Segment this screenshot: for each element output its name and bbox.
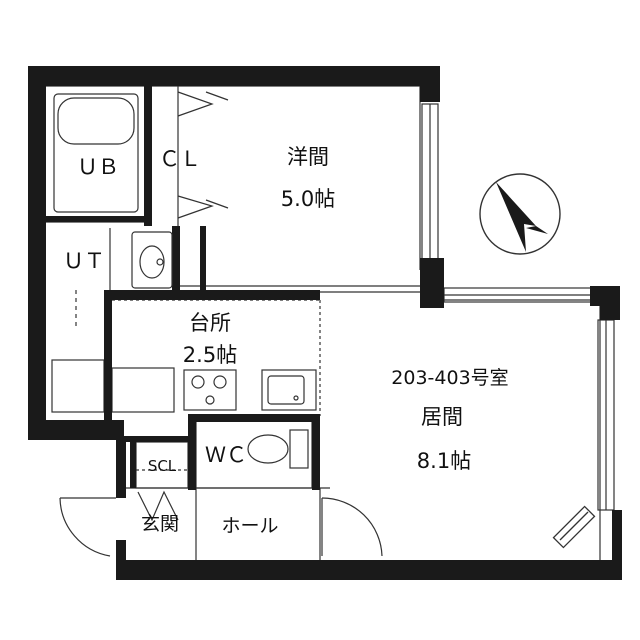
unit-number-label: 203-403号室: [391, 367, 508, 389]
room-label-scl: SCL: [148, 457, 177, 475]
thin-interior-lines: [46, 85, 615, 560]
sink-icon: [131, 231, 173, 289]
toilet-icon: [247, 429, 309, 469]
thick-walls: [28, 66, 622, 580]
room-label-ub: ＵＢ: [77, 155, 119, 179]
room-label-wc: ＷＣ: [205, 443, 247, 467]
kitchen-sink-icon: [261, 369, 317, 411]
room-label-entrance: 玄関: [141, 513, 179, 535]
bathtub-icon: [53, 93, 139, 213]
room-label-ut: ＵＴ: [63, 249, 105, 273]
room-label-living-room: 居間: [421, 405, 463, 429]
room-size-kitchen: 2.5帖: [183, 343, 237, 367]
room-label-cl: ＣＬ: [159, 147, 201, 171]
room-size-living-room: 8.1帖: [417, 449, 471, 473]
room-label-kitchen: 台所: [189, 311, 231, 335]
room-label-hall: ホール: [221, 515, 278, 537]
stove-icon: [183, 369, 237, 411]
air-conditioner-icon: [552, 505, 596, 549]
room-size-western-room: 5.0帖: [281, 187, 335, 211]
room-label-western-room: 洋間: [287, 145, 329, 169]
compass-north-arrow-icon: [479, 173, 561, 255]
